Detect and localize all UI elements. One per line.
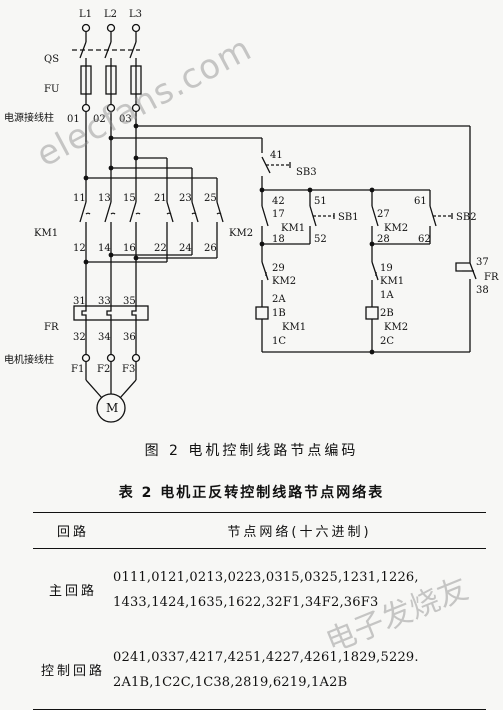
nodes-main-line2: 1433,1424,1635,1622,32F1,34F2,36F3 xyxy=(113,595,379,610)
phase-l2-label: L2 xyxy=(104,9,117,20)
phase-l3-label: L3 xyxy=(129,9,142,20)
node-28-label: 28 xyxy=(377,234,390,245)
km2-holding-label: KM2 xyxy=(384,223,408,234)
fr-control-label: FR xyxy=(484,272,499,283)
km1-main-label: KM1 xyxy=(34,228,58,239)
nodes-control-line2: 2A1B,1C2C,1C38,2819,6219,1A2B xyxy=(113,675,348,690)
control-circuit: 41 SB3 42 17 KM1 18 51 SB1 52 27 KM2 28 xyxy=(255,150,499,355)
node-1b-label: 1B xyxy=(272,308,286,319)
header-circuit: 回路 xyxy=(33,512,113,549)
node-17-label: 17 xyxy=(272,209,285,220)
fu-label: FU xyxy=(44,84,59,95)
fr-main-label: FR xyxy=(44,322,59,333)
motor: M xyxy=(96,393,126,423)
node-13-label: 13 xyxy=(98,193,111,204)
figure-caption: 图 2 电机控制线路节点编码 xyxy=(144,443,359,459)
nodes-control: 0241,0337,4217,4251,4227,4261,1829,5229.… xyxy=(113,629,486,710)
qs-label: QS xyxy=(44,54,59,65)
sb3-label: SB3 xyxy=(296,167,317,178)
node-1a-label: 1A xyxy=(380,290,394,301)
main-mid-node-labels: 12 14 16 22 24 26 xyxy=(73,243,217,254)
node-25-label: 25 xyxy=(204,193,217,204)
node-22-label: 22 xyxy=(154,243,167,254)
fu-fuses: FU xyxy=(44,65,142,104)
node-34-label: 34 xyxy=(98,332,111,343)
km1-interlock-label: KM1 xyxy=(380,276,404,287)
node-38-label: 38 xyxy=(476,285,489,296)
node-41-label: 41 xyxy=(270,150,283,161)
node-61-label: 61 xyxy=(414,196,427,207)
phase-labels: L1 L2 L3 xyxy=(79,9,142,20)
circuit-main: 主回路 xyxy=(48,583,97,599)
table-caption: 表 2 电机正反转控制线路节点网络表 xyxy=(118,485,385,501)
table-row: 主回路 0111,0121,0213,0223,0315,0325,1231,1… xyxy=(33,549,486,630)
main-top-node-labels: 11 13 15 21 23 25 xyxy=(73,193,217,204)
node-f2-label: F2 xyxy=(97,364,110,375)
node-33-label: 33 xyxy=(98,296,111,307)
header-nodes: 节点网络(十六进制) xyxy=(113,512,486,549)
node-51-label: 51 xyxy=(314,196,327,207)
km2-coil-label: KM2 xyxy=(384,322,408,333)
qs-disconnect-switch: QS xyxy=(44,41,140,66)
nodes-control-line1: 0241,0337,4217,4251,4227,4261,1829,5229. xyxy=(113,650,419,665)
node-12-label: 12 xyxy=(73,243,86,254)
node-2c-label: 2C xyxy=(380,336,394,347)
power-terminal-label: 电源接线柱 xyxy=(4,111,54,124)
node-23-label: 23 xyxy=(179,193,192,204)
node-37-label: 37 xyxy=(476,257,489,268)
table-header-row: 回路 节点网络(十六进制) xyxy=(33,512,486,549)
node-35-label: 35 xyxy=(123,296,136,307)
nodes-main-line1: 0111,0121,0213,0223,0315,0325,1231,1226, xyxy=(113,570,419,585)
km1-coil-label: KM1 xyxy=(282,322,306,333)
fr-thermal-relay-main: FR 31 33 35 32 34 36 xyxy=(44,262,149,354)
km2-interlock-label: KM2 xyxy=(272,276,296,287)
node-01-label: 01 xyxy=(67,114,80,125)
node-29-label: 29 xyxy=(272,263,285,274)
node-27-label: 27 xyxy=(377,209,390,220)
km2-main-label: KM2 xyxy=(229,228,253,239)
sb1-label: SB1 xyxy=(338,212,359,223)
node-18-label: 18 xyxy=(272,234,285,245)
phase-terminals xyxy=(81,23,141,42)
control-circuit-diagram: L1 L2 L3 QS FU 电源接线柱 01 02 03 xyxy=(4,9,499,423)
phase-l1-label: L1 xyxy=(79,9,92,20)
circuit-control: 控制回路 xyxy=(33,629,113,710)
node-2a-label: 2A xyxy=(272,294,286,305)
node-15-label: 15 xyxy=(123,193,136,204)
node-14-label: 14 xyxy=(98,243,111,254)
node-32-label: 32 xyxy=(73,332,86,343)
node-31-label: 31 xyxy=(73,296,86,307)
node-f1-label: F1 xyxy=(71,364,84,375)
node-26-label: 26 xyxy=(204,243,217,254)
node-21-label: 21 xyxy=(154,193,167,204)
power-terminals: 电源接线柱 01 02 03 xyxy=(4,103,141,125)
table-row: 控制回路 0241,0337,4217,4251,4227,4261,1829,… xyxy=(33,629,486,710)
node-f3-label: F3 xyxy=(122,364,135,375)
motor-terminal-label: 电机接线柱 xyxy=(4,353,54,366)
node-02-label: 02 xyxy=(93,114,106,125)
node-1c-label: 1C xyxy=(272,336,286,347)
node-36-label: 36 xyxy=(123,332,136,343)
node-19-label: 19 xyxy=(380,263,393,274)
node-16-label: 16 xyxy=(123,243,136,254)
node-52-label: 52 xyxy=(314,234,327,245)
nodes-main: 0111,0121,0213,0223,0315,0325,1231,1226,… xyxy=(113,549,486,630)
sb2-label: SB2 xyxy=(456,212,477,223)
node-42-label: 42 xyxy=(272,196,285,207)
km-main-contacts: KM1 KM2 xyxy=(34,201,253,263)
node-03-label: 03 xyxy=(119,114,132,125)
node-2b-label: 2B xyxy=(380,308,394,319)
node-62-label: 62 xyxy=(418,234,431,245)
node-network-table: 回路 节点网络(十六进制) 主回路 0111,0121,0213,0223,03… xyxy=(33,512,486,710)
main-bus-wiring xyxy=(85,112,471,255)
node-24-label: 24 xyxy=(179,243,192,254)
motor-terminals: 电机接线柱 F1 F2 F3 xyxy=(4,353,141,399)
motor-label: M xyxy=(106,401,118,415)
node-11-label: 11 xyxy=(73,193,86,204)
km1-holding-label: KM1 xyxy=(281,223,305,234)
